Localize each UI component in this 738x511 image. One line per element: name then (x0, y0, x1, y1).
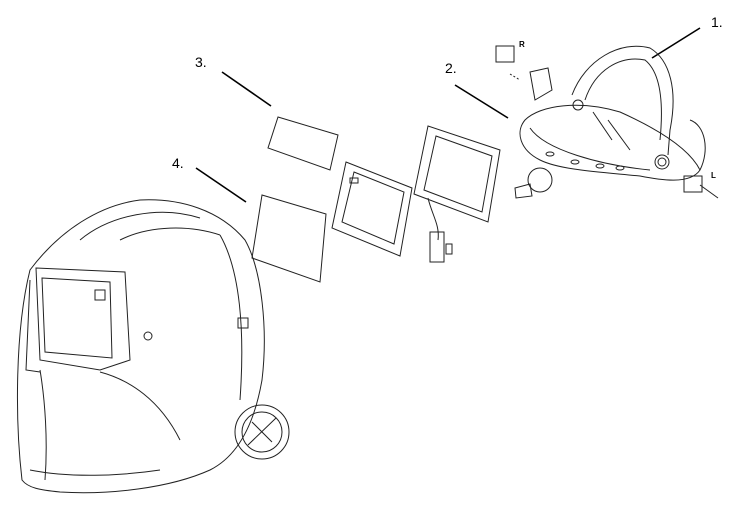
auto-darkening-filter (331, 161, 413, 257)
label-3: 3. (195, 54, 207, 70)
label-4: 4. (172, 155, 184, 171)
leader-line-2 (454, 84, 509, 119)
helmet-shell (16, 199, 265, 494)
mark-left: L (711, 171, 716, 180)
mark-right: R (519, 40, 525, 49)
label-2: 2. (445, 60, 457, 76)
adjustment-knob (234, 404, 290, 460)
filter-holder-frame (413, 125, 501, 263)
leader-line-4 (195, 167, 247, 203)
label-1: 1. (711, 14, 723, 30)
inner-cover-lens (267, 116, 339, 171)
leader-line-3 (221, 71, 272, 107)
outer-cover-lens (251, 194, 327, 283)
headgear (495, 45, 719, 199)
leader-line-1 (651, 27, 701, 59)
